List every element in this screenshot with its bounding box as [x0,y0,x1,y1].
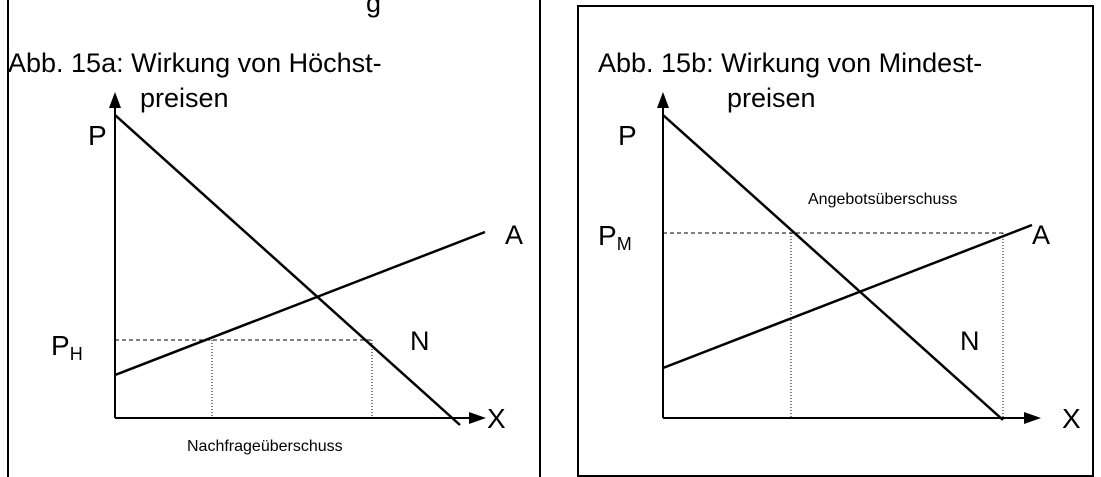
diagram-b-demand-label: N [960,326,980,356]
diagram-b-title-line1: Abb. 15b: Wirkung von Mindest- [598,48,982,78]
diagram-a-title-line1: Abb. 15a: Wirkung von Höchst- [8,48,382,78]
diagram-b-title-line2: preisen [727,83,816,113]
diagram-b-x-arrow [1024,412,1041,424]
diagram-a-y-arrow [109,92,121,108]
diagram-a-supply-label: A [505,220,523,250]
diagram-b-y-axis-label: P [618,120,637,151]
diagram-a-price-label: PH [51,330,83,364]
diagram-a-demand-label: N [410,326,430,356]
diagram-b-supply-curve [662,223,1033,370]
diagram-a-demand-curve [114,114,461,426]
diagram-b-x-axis-label: X [1062,403,1081,434]
diagram-a-x-arrow [469,412,486,424]
diagram-a-gap-label: Nachfrageüberschuss [187,438,343,455]
diagram-b-price-label-sub: M [617,234,632,254]
diagram-a-y-axis-label: P [88,120,107,151]
diagram-b-gap-label: Angebotsüberschuss [808,191,957,208]
diagram-b-supply-label: A [1032,220,1050,250]
diagram-b: Abb. 15b: Wirkung von Mindest- preisen P… [577,5,1094,477]
diagram-a-price-label-sub: H [70,344,83,364]
diagram-a-x-axis-label: X [487,403,506,434]
diagram-b-frame [577,5,1094,477]
diagram-a-title-line2: preisen [140,83,229,113]
diagram-a-price-label-main: P [51,330,70,361]
diagram-a-supply-curve [114,230,486,377]
cropped-top-text: g [366,0,381,18]
diagram-a: Abb. 15a: Wirkung von Höchst- preisen P … [7,0,541,477]
diagram-b-y-arrow [657,92,669,108]
diagram-b-price-label: PM [598,220,632,254]
diagram-b-demand-curve [662,114,1004,421]
diagram-b-price-label-main: P [598,220,617,251]
